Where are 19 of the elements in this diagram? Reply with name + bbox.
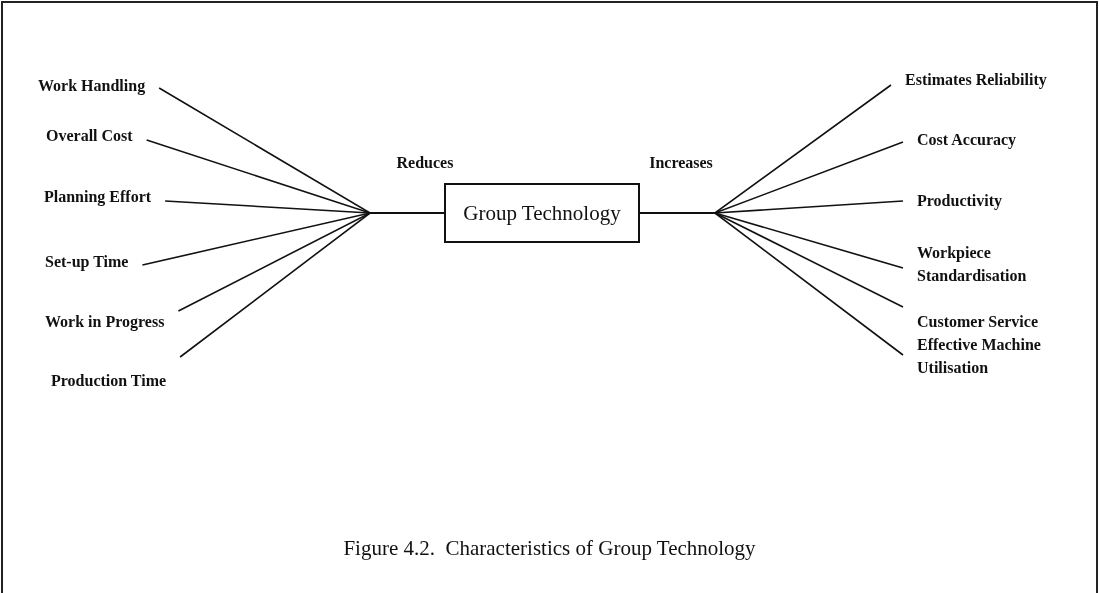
item-label: Set-up Time bbox=[45, 251, 130, 273]
item-label: Overall Cost bbox=[46, 125, 134, 146]
relation-label: Increases bbox=[649, 154, 713, 172]
connector-line bbox=[179, 212, 445, 358]
item-label: Productivity bbox=[917, 190, 1004, 212]
figure-caption: Figure 4.2. Characteristics of Group Technology bbox=[342, 536, 757, 561]
item-label: Planning Effort bbox=[44, 186, 153, 208]
item-label: Cost Accuracy bbox=[917, 129, 1018, 151]
item-label: Customer Service bbox=[917, 312, 1039, 332]
box-title: Group Technology bbox=[463, 201, 621, 225]
relation-label: Reduces bbox=[396, 154, 454, 172]
item-label: Production Time bbox=[51, 371, 168, 391]
process-box bbox=[444, 183, 640, 243]
item-label: Effective Machine Utilisation bbox=[917, 335, 1042, 378]
connector-line bbox=[639, 212, 904, 356]
item-label: Work in Progress bbox=[45, 311, 166, 333]
item-label: Work Handling bbox=[38, 75, 147, 97]
item-label: Workpiece Standardisation bbox=[917, 243, 1028, 286]
item-label: Estimates Reliability bbox=[905, 69, 1048, 91]
